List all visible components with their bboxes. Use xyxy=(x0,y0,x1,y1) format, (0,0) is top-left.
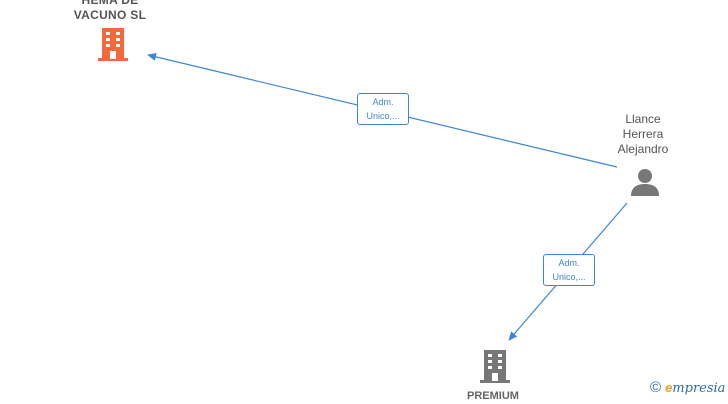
person-label-line3: Alejandro xyxy=(617,142,669,156)
building-icon[interactable] xyxy=(478,348,512,384)
person-label[interactable]: Llance Herrera Alejandro xyxy=(598,112,688,157)
person-label-line1: Llance xyxy=(625,112,661,126)
person-label-line2: Herrera xyxy=(622,127,664,141)
company-top-label-line2: VACUNO SL xyxy=(73,8,147,22)
brand-e: e xyxy=(665,380,673,395)
person-icon[interactable] xyxy=(630,167,660,197)
edge-label-bottom-line1: Adm. xyxy=(558,258,580,268)
edge-label-top-line2: Unico,... xyxy=(366,111,400,121)
brand-watermark: ©empresia xyxy=(650,379,725,396)
edge-label-top-line1: Adm. xyxy=(372,97,394,107)
company-bottom-label[interactable]: PREMIUM xyxy=(467,390,519,402)
company-top-label-line1: HEMA DE xyxy=(81,0,139,7)
brand-name: mpresia xyxy=(672,381,726,396)
copyright-icon: © xyxy=(650,379,662,396)
edge-label-bottom[interactable]: Adm. Unico,... xyxy=(543,254,595,286)
company-top-label[interactable]: HEMA DE VACUNO SL xyxy=(50,0,170,23)
edge-label-bottom-line2: Unico,... xyxy=(552,272,586,282)
edge-label-top[interactable]: Adm. Unico,... xyxy=(357,93,409,125)
building-icon[interactable] xyxy=(96,26,130,62)
